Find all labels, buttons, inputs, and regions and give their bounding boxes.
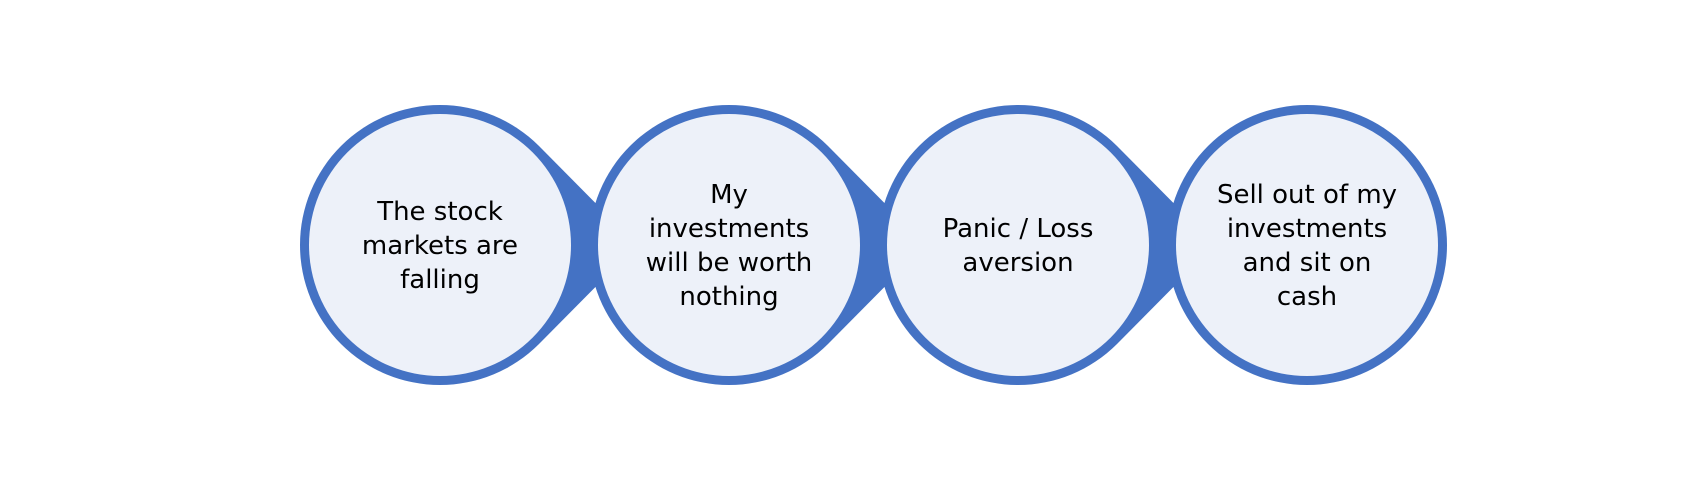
step-inner-circle (887, 114, 1149, 376)
step-label-line: My (710, 180, 748, 210)
step-label-line: nothing (679, 282, 778, 312)
step-label-line: aversion (962, 248, 1073, 278)
step-inner-circle (309, 114, 571, 376)
step-label-line: falling (400, 265, 480, 295)
step-label-line: The stock (376, 197, 503, 227)
step-label-line: and sit on (1243, 248, 1372, 278)
process-step-3: Panic / Loss aversion (877, 104, 1215, 385)
step-label: The stock markets are falling (362, 197, 518, 295)
process-step-2: My investments will be worth nothing (588, 104, 926, 385)
step-inner-circle (1176, 114, 1438, 376)
step-label-line: investments (649, 214, 809, 244)
step-label-line: cash (1277, 282, 1337, 312)
step-label-line: markets are (362, 231, 518, 261)
step-inner-circle (598, 114, 860, 376)
step-label-line: will be worth (646, 248, 813, 278)
step-label-line: Sell out of my (1217, 180, 1397, 210)
step-label: Panic / Loss aversion (943, 214, 1094, 278)
step-label: Sell out of my investments and sit on cash (1217, 180, 1397, 312)
process-step-4: Sell out of my investments and sit on cash (1167, 105, 1447, 385)
step-label-line: investments (1227, 214, 1387, 244)
process-step-1: The stock markets are falling (300, 104, 637, 385)
step-label-line: Panic / Loss (943, 214, 1094, 244)
step-label: My investments will be worth nothing (646, 180, 813, 312)
